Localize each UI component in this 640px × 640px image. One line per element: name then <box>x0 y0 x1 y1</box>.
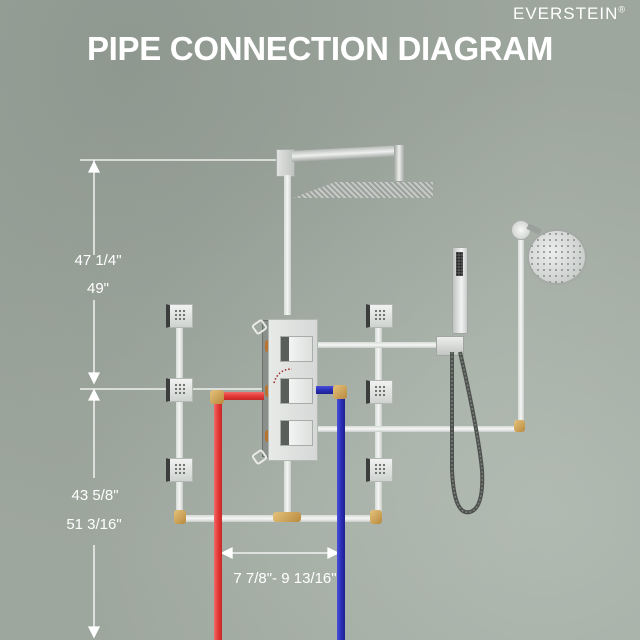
supply-spacing: 7 7/8"- 9 13/16" <box>233 570 337 587</box>
handheld-branch-pipe <box>314 342 459 348</box>
handheld-shower <box>452 247 468 334</box>
elbow-fitting <box>174 510 186 524</box>
upper-height-min: 47 1/4" <box>74 252 122 269</box>
brand-logo: EVERSTEIN® <box>513 4 626 24</box>
hot-supply-pipe <box>214 396 222 640</box>
shower-hose <box>450 351 485 515</box>
riser-pipe <box>284 175 291 315</box>
body-jet <box>166 458 193 482</box>
round-head-riser <box>518 232 524 428</box>
cold-supply-horizontal <box>316 386 346 394</box>
cold-supply-pipe <box>337 392 345 640</box>
left-jet-pipe <box>176 315 183 515</box>
diverter-handle-top[interactable] <box>280 336 313 362</box>
registered-mark: ® <box>618 4 626 15</box>
round-head-branch-pipe <box>314 426 522 432</box>
handheld-nozzles <box>456 252 463 276</box>
diverter-handle-bottom[interactable] <box>280 420 313 446</box>
cold-elbow-fitting <box>333 385 347 399</box>
elbow-fitting <box>514 420 525 432</box>
lower-height-min: 43 5/8" <box>71 487 119 504</box>
hot-supply-horizontal <box>214 392 264 400</box>
body-jet <box>166 304 193 328</box>
lower-height-max: 51 3/16" <box>66 516 122 533</box>
body-jet <box>366 304 393 328</box>
valve-outlet-pipe <box>284 460 291 515</box>
shower-arm-drop <box>394 145 404 181</box>
upper-height-max: 49" <box>86 280 109 297</box>
page-title: PIPE CONNECTION DIAGRAM <box>86 30 554 67</box>
rain-shower-head <box>293 182 433 198</box>
tee-fitting <box>273 512 301 522</box>
temperature-scale-icon <box>273 368 293 384</box>
body-jet <box>166 378 193 402</box>
body-jet <box>366 380 393 404</box>
elbow-fitting <box>370 510 382 524</box>
right-jet-pipe <box>375 315 382 515</box>
brand-name: EVERSTEIN <box>513 4 619 23</box>
body-jet <box>366 458 393 482</box>
temperature-handle[interactable] <box>280 378 313 404</box>
round-shower-head <box>527 229 587 285</box>
hot-elbow-fitting <box>210 390 224 404</box>
